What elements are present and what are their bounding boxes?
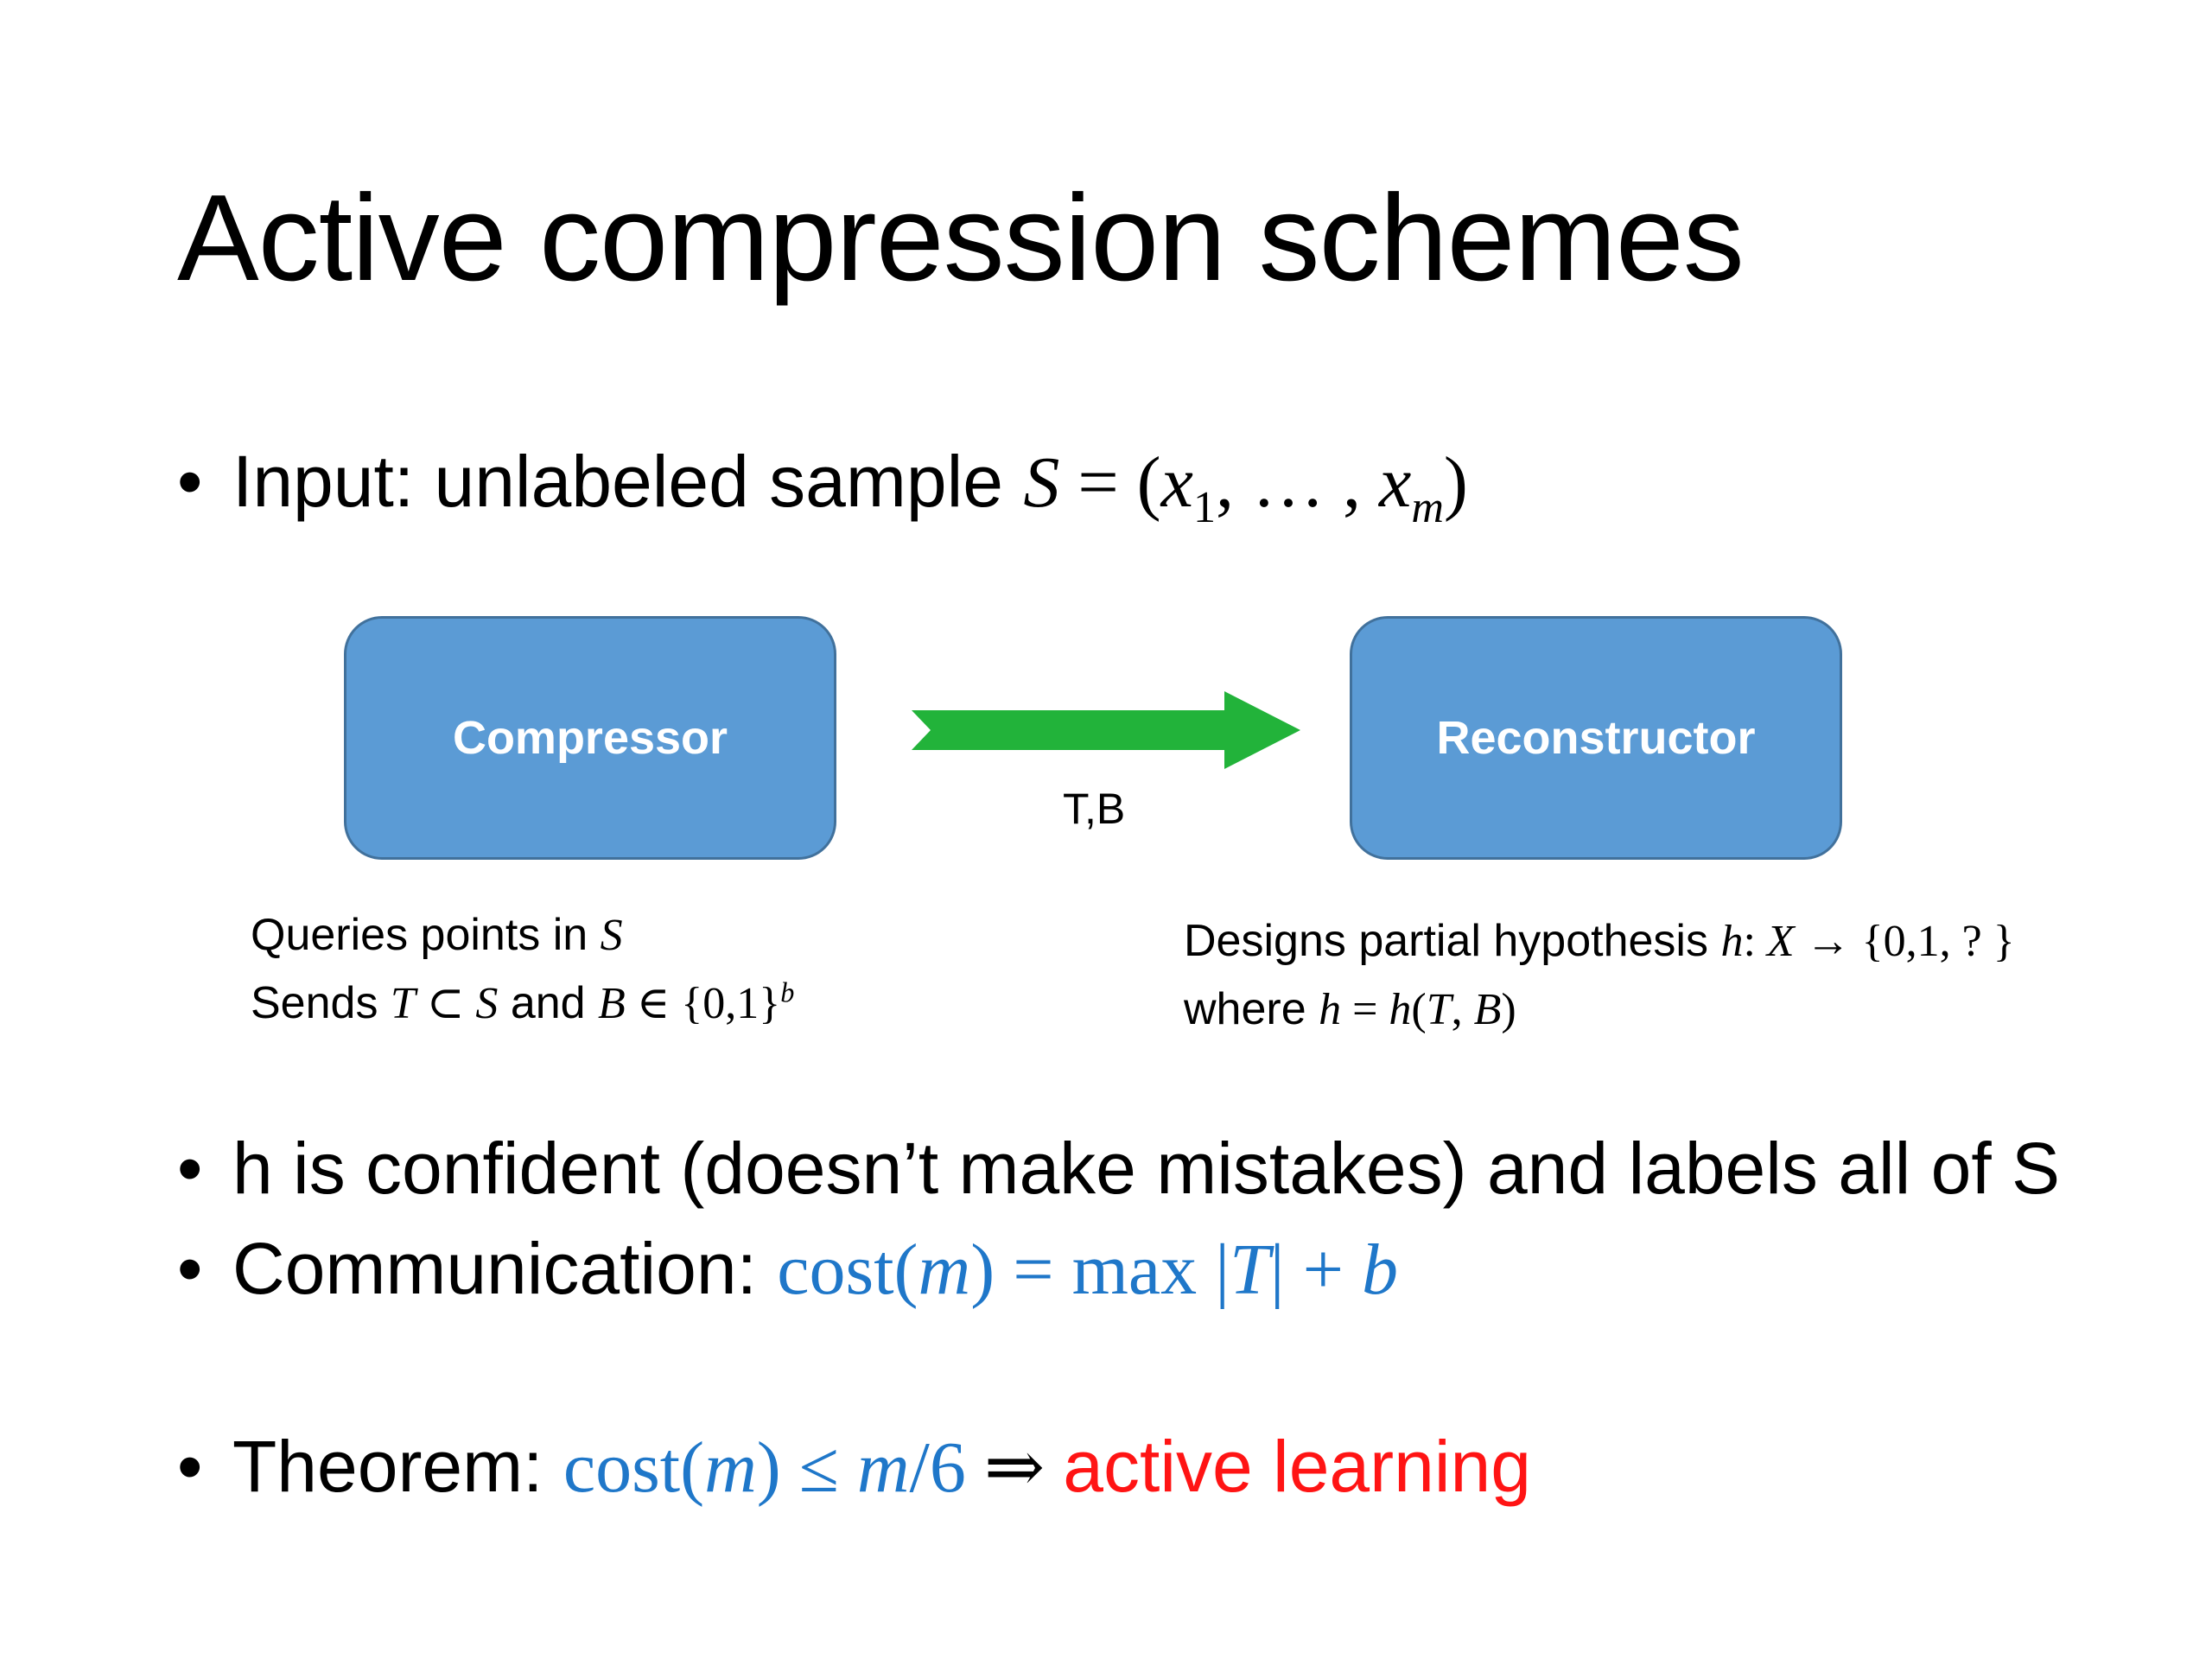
compressor-desc-S: S: [600, 911, 623, 960]
compressor-desc-S2: S: [475, 979, 499, 1028]
theorem-leq: ) ≤: [756, 1427, 857, 1508]
input-sub1: 1: [1192, 482, 1217, 532]
compressor-desc-exp-b: b: [780, 976, 795, 1008]
compressor-desc-set: ∈ {0,1}: [625, 979, 781, 1028]
compressor-desc-T: T: [390, 979, 416, 1028]
input-dots: , … ,: [1216, 442, 1380, 523]
communication-T: T: [1230, 1230, 1270, 1310]
input-xm: x: [1379, 442, 1412, 523]
communication-plus: +: [1284, 1230, 1362, 1310]
theorem-m2: m: [856, 1427, 910, 1508]
reconstructor-desc-line1: Designs partial hypothesis h: X → {0,1, …: [1184, 907, 2015, 976]
bullet-dot: •: [177, 441, 203, 522]
input-eq: = (: [1059, 442, 1161, 523]
reconstructor-desc-line2: where h = h(T, B): [1184, 976, 2015, 1044]
theorem-label: Theorem:: [232, 1426, 563, 1507]
arrow-label: T,B: [1063, 785, 1126, 833]
communication-b: b: [1361, 1230, 1398, 1310]
reconstructor-label: Reconstructor: [1436, 712, 1756, 764]
bullet-input: •Input: unlabeled sample S = (x1, … , xm…: [177, 445, 1468, 531]
input-subm: m: [1411, 482, 1444, 532]
theorem-implies: ⇒: [965, 1427, 1064, 1508]
communication-cost: cost(: [777, 1230, 918, 1310]
reconstructor-desc-B: B: [1473, 985, 1502, 1034]
compressor-desc-and: and: [498, 978, 599, 1028]
input-label: Input: unlabeled sample: [232, 441, 1024, 522]
reconstructor-desc-colon: :: [1743, 917, 1767, 966]
input-x1: x: [1160, 442, 1193, 523]
reconstructor-desc-comma: ,: [1451, 985, 1474, 1034]
bullet-communication: •Communication: cost(m) = max |T| + b: [177, 1232, 1398, 1306]
compressor-desc-text: Queries points in: [251, 910, 601, 960]
reconstructor-description: Designs partial hypothesis h: X → {0,1, …: [1184, 907, 2015, 1044]
input-close: ): [1443, 442, 1468, 523]
communication-abs-close: |: [1269, 1230, 1285, 1310]
compressor-desc-line2: Sends T ⊂ S and B ∈ {0,1}b: [251, 969, 794, 1038]
transmission-arrow: [912, 691, 1300, 769]
compressor-box: Compressor: [344, 616, 836, 860]
theorem-conclusion: active learning: [1063, 1426, 1531, 1507]
reconstructor-desc-text: Designs partial hypothesis: [1184, 916, 1721, 966]
communication-eq-max: ) = max: [970, 1230, 1216, 1310]
reconstructor-box: Reconstructor: [1350, 616, 1842, 860]
compressor-desc-subset: ⊂: [415, 979, 476, 1028]
communication-abs-open: |: [1215, 1230, 1230, 1310]
reconstructor-desc-close: ): [1501, 985, 1516, 1034]
bullet-confident: •h is confident (doesn’t make mistakes) …: [177, 1132, 2060, 1205]
reconstructor-desc-h3: h: [1389, 985, 1412, 1034]
bullet-dot: •: [177, 1426, 203, 1507]
input-var-S: S: [1023, 442, 1060, 523]
bullet-theorem: •Theorem: cost(m) ≤ m/6 ⇒ active learnin…: [177, 1430, 1531, 1504]
theorem-div6: /6: [909, 1427, 966, 1508]
reconstructor-desc-h: h: [1720, 917, 1744, 966]
confident-text: h is confident (doesn’t make mistakes) a…: [232, 1128, 2061, 1209]
compressor-desc-line1: Queries points in S: [251, 901, 794, 969]
compressor-description: Queries points in S Sends T ⊂ S and B ∈ …: [251, 901, 794, 1038]
bullet-dot: •: [177, 1128, 203, 1209]
theorem-m: m: [704, 1427, 757, 1508]
communication-label: Communication:: [232, 1228, 778, 1309]
slide-title: Active compression schemes: [177, 169, 1745, 307]
communication-m: m: [918, 1230, 971, 1310]
reconstructor-desc-open: (: [1411, 985, 1427, 1034]
reconstructor-desc-eq: =: [1341, 985, 1389, 1034]
reconstructor-desc-X: X: [1766, 917, 1795, 966]
compressor-label: Compressor: [452, 712, 728, 764]
compressor-desc-B: B: [598, 979, 626, 1028]
bullet-dot: •: [177, 1228, 203, 1309]
reconstructor-desc-where: where: [1184, 984, 1319, 1034]
reconstructor-desc-map: → {0,1, ? }: [1794, 917, 2015, 966]
reconstructor-desc-h2: h: [1319, 985, 1342, 1034]
compressor-desc-sends: Sends: [251, 978, 391, 1028]
reconstructor-desc-T: T: [1426, 985, 1452, 1034]
theorem-cost: cost(: [563, 1427, 705, 1508]
